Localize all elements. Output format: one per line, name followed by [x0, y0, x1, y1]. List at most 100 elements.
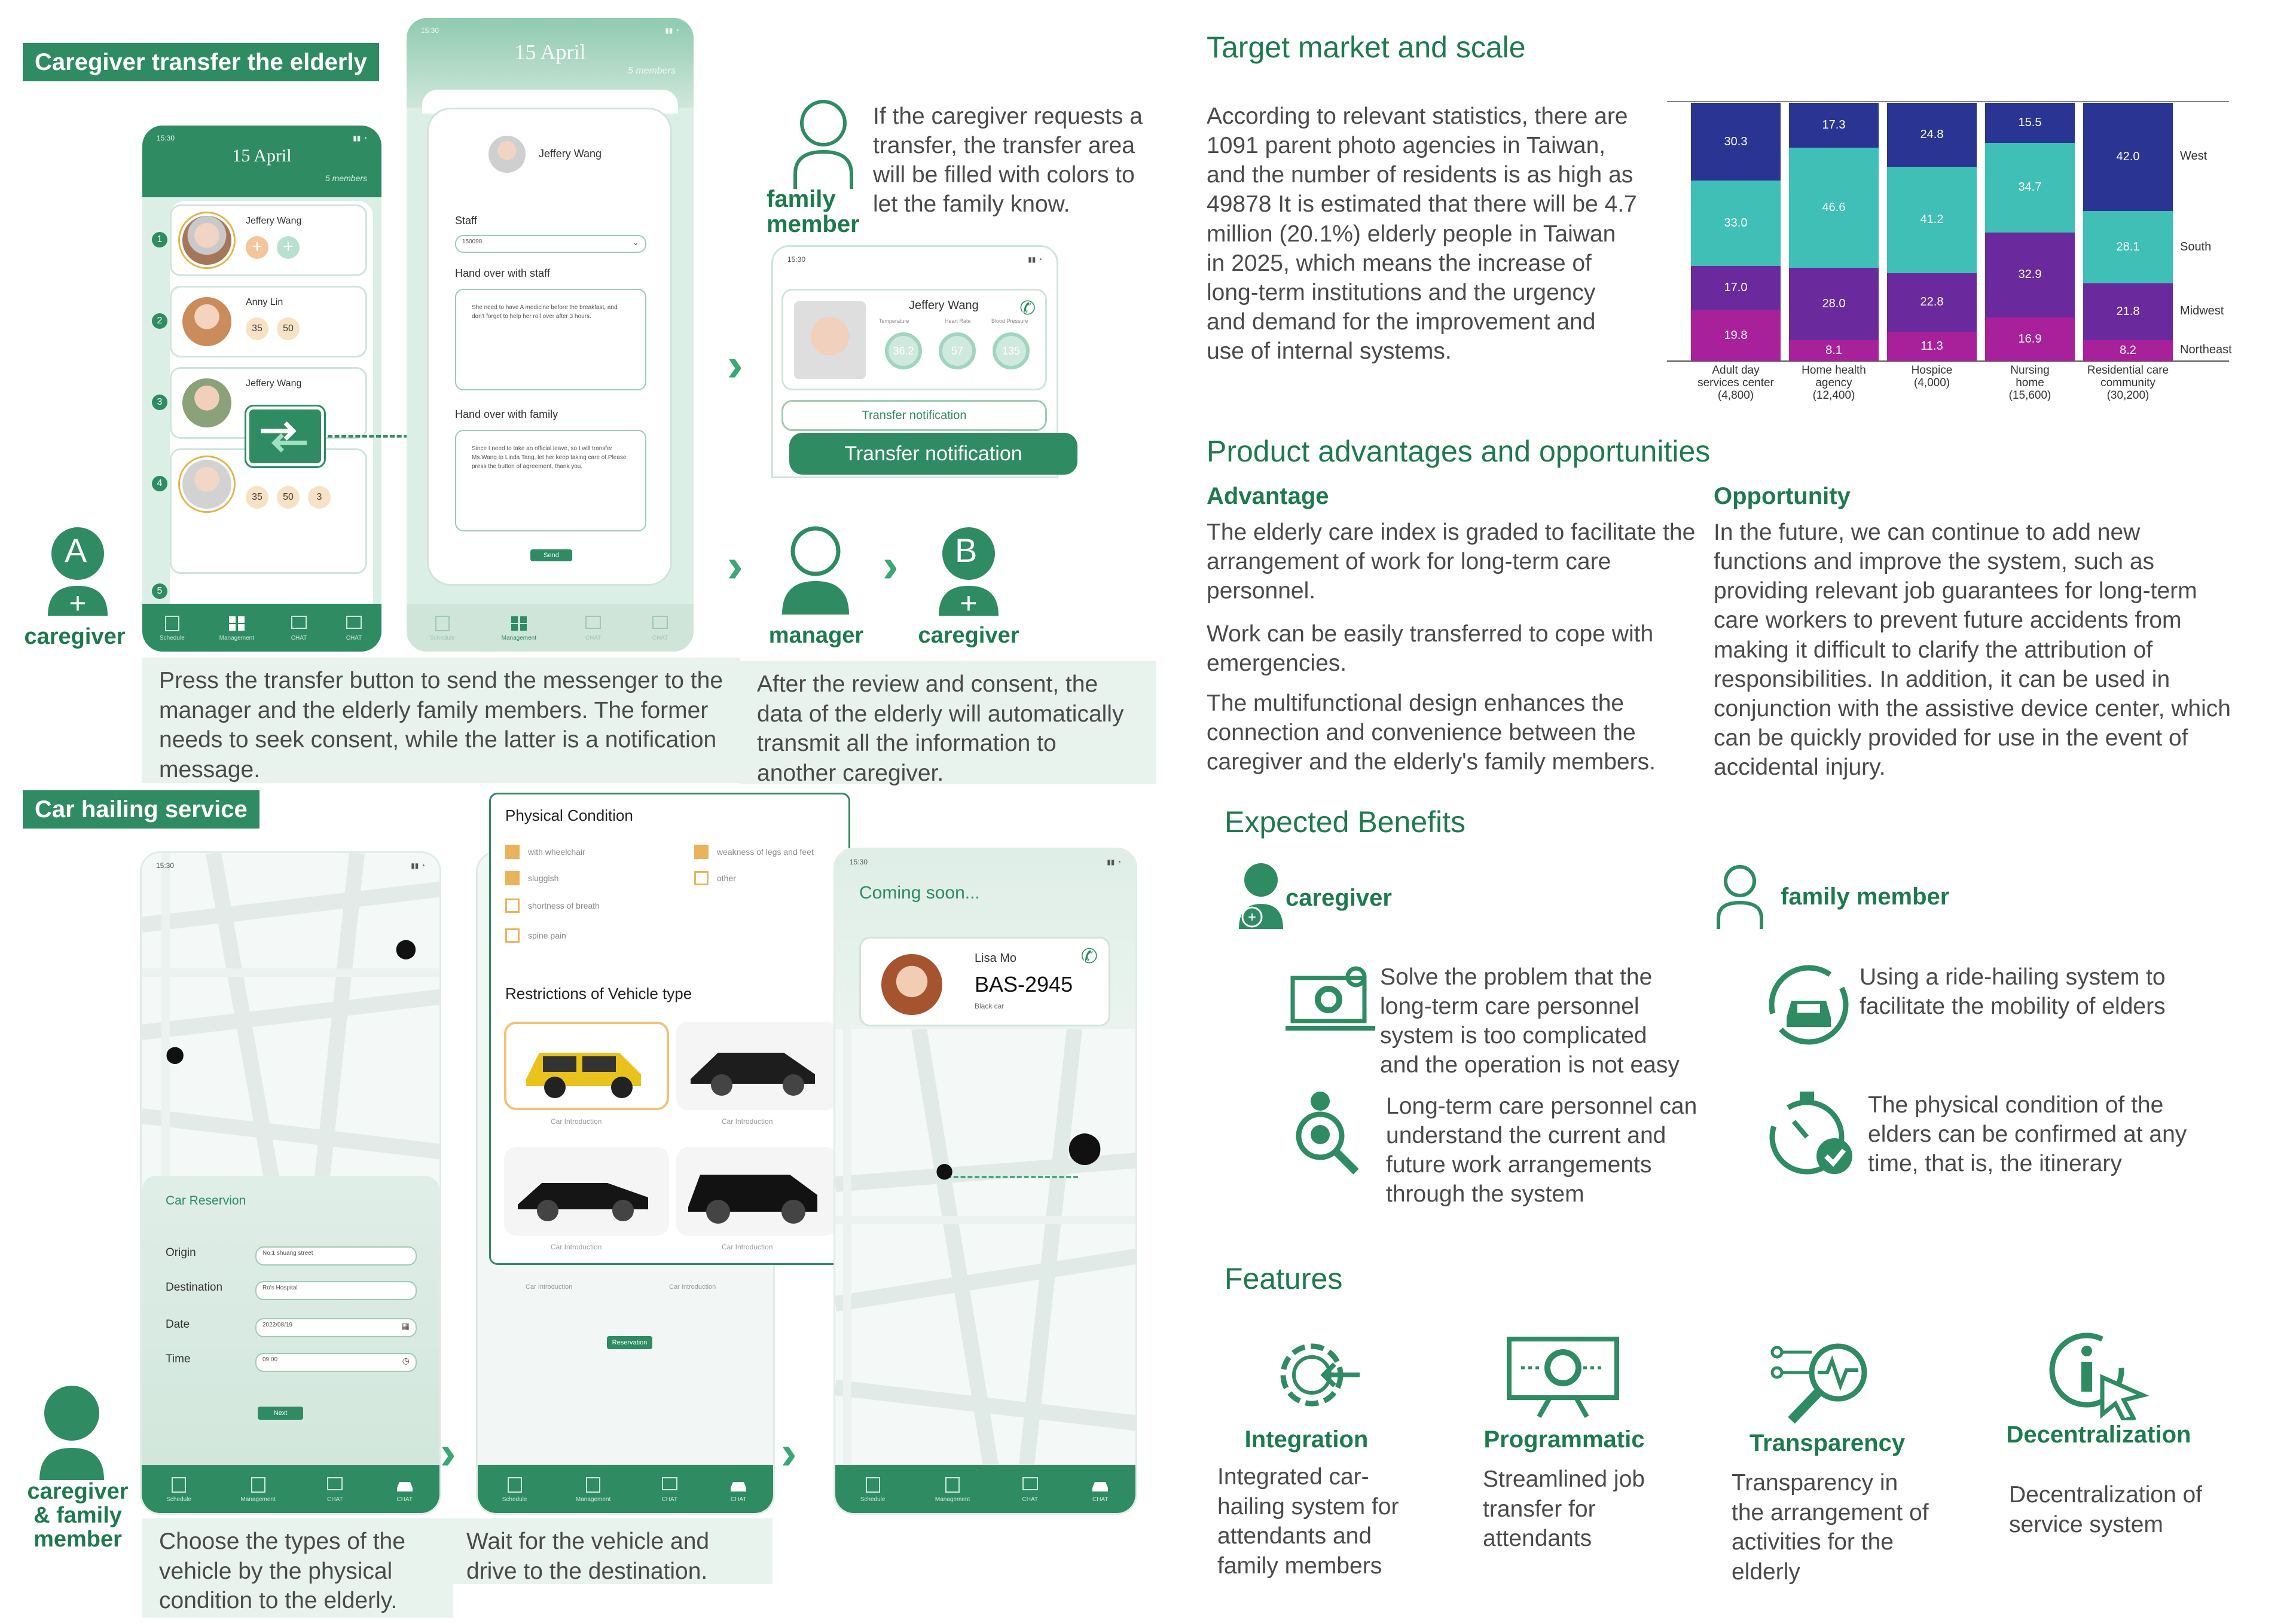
level-badge: 3: [308, 486, 331, 509]
nav-schedule[interactable]: Schedule: [166, 1476, 191, 1503]
vehicle-card-hatchback[interactable]: [676, 1022, 838, 1110]
clock-icon: ◷: [402, 1356, 410, 1365]
reservation-title: Car Reservion: [166, 1194, 246, 1208]
row-number: 1: [152, 232, 167, 247]
nav-management[interactable]: Management: [219, 615, 254, 641]
elder-row[interactable]: 35 50 3: [170, 448, 367, 574]
nav-chat[interactable]: CHAT: [289, 615, 309, 641]
bar-segment-west: 24.8: [1887, 102, 1977, 167]
vehicle-card-taxi[interactable]: [504, 1022, 669, 1110]
map-pin-icon[interactable]: ⬤: [936, 1162, 954, 1179]
condition-checkbox[interactable]: [505, 898, 520, 913]
elder-name: Jeffery Wang: [246, 378, 302, 389]
nav-chat[interactable]: CHAT: [583, 615, 603, 641]
reservation-button[interactable]: Reservation: [607, 1336, 652, 1349]
elder-vitals-card[interactable]: Jeffery Wang ✆ Temperature Heart Rate Bl…: [781, 289, 1047, 390]
bottom-nav: Schedule Management CHAT CHAT: [142, 604, 381, 652]
transfer-button[interactable]: [246, 406, 324, 466]
elder-row[interactable]: Jeffery Wang + +: [170, 204, 367, 276]
condition-checkbox[interactable]: [694, 871, 709, 885]
form-members: 5 members: [627, 66, 676, 76]
origin-input[interactable]: No.1 shuang street: [255, 1246, 417, 1266]
nav-car[interactable]: CHAT: [395, 1476, 415, 1503]
chart-legend-south: South: [2180, 240, 2212, 253]
condition-checkbox[interactable]: [694, 845, 709, 859]
map-background: [142, 853, 439, 1188]
transfer-notification-small[interactable]: Transfer notification: [781, 400, 1047, 431]
vital-label: Temperature: [879, 318, 909, 324]
chart-category-label: Hospice(4,000): [1911, 364, 1953, 389]
send-button[interactable]: Send: [530, 549, 572, 561]
nav-chat-2[interactable]: CHAT: [344, 615, 364, 641]
hand-staff-textarea[interactable]: She need to have A medicine before the b…: [455, 289, 646, 390]
map-pin-icon[interactable]: ⬤: [166, 1045, 185, 1063]
date-input[interactable]: 2022/08/19▦: [255, 1318, 417, 1337]
phone-icon[interactable]: ✆: [1019, 297, 1036, 319]
car-intro-label: Car Introduction: [722, 1243, 773, 1251]
bar-segment-west: 42.0: [2083, 102, 2173, 211]
next-button[interactable]: Next: [258, 1407, 303, 1420]
map-pin-icon[interactable]: ⬤: [395, 937, 417, 959]
nav-chat[interactable]: CHAT: [1020, 1476, 1040, 1503]
chevron-right-icon: ›: [781, 1426, 797, 1479]
nav-car[interactable]: CHAT: [728, 1476, 749, 1503]
nav-chat[interactable]: CHAT: [660, 1476, 680, 1503]
vehicle-card-sedan[interactable]: [504, 1147, 669, 1236]
section-tag-transfer: Caregiver transfer the elderly: [23, 43, 379, 81]
stopwatch-check-icon: [1769, 1092, 1852, 1175]
caregiver-person-icon: +: [1239, 863, 1283, 929]
family-description: If the caregiver requests a transfer, th…: [873, 103, 1143, 218]
calendar-icon: ▦: [401, 1321, 410, 1331]
laptop-gear-icon: [1286, 966, 1375, 1031]
time-input[interactable]: 09:00◷: [255, 1353, 417, 1372]
nav-chat-2[interactable]: CHAT: [650, 615, 670, 641]
car-intro-label: Car Introduction: [551, 1243, 602, 1251]
driver-card[interactable]: Lisa Mo BAS-2945 Black car ✆: [859, 937, 1110, 1026]
nav-schedule[interactable]: Schedule: [160, 615, 185, 641]
transfer-notification-banner[interactable]: Transfer notification: [789, 433, 1077, 475]
nav-schedule[interactable]: Schedule: [860, 1476, 885, 1503]
advantage-para-3: The multifunctional design enhances the …: [1207, 690, 1656, 775]
condition-checkbox[interactable]: [505, 845, 520, 859]
chart-legend-west: West: [2180, 149, 2208, 163]
feature-title-decentralization: Decentralization: [2006, 1422, 2191, 1448]
nav-management[interactable]: Management: [935, 1476, 970, 1503]
condition-label: weakness of legs and feet: [717, 847, 814, 857]
destination-pin-icon[interactable]: ⬤: [1067, 1130, 1103, 1164]
person-search-icon: [1296, 1092, 1359, 1175]
temp-badge: 35: [246, 486, 268, 509]
phone-icon[interactable]: ✆: [1080, 945, 1098, 968]
nav-management[interactable]: Management: [502, 615, 536, 641]
nav-car[interactable]: CHAT: [1090, 1476, 1110, 1503]
date-label: Date: [166, 1318, 190, 1331]
features-title: Features: [1225, 1262, 1343, 1295]
nav-management[interactable]: Management: [240, 1476, 276, 1503]
bar-segment-south: 33.0: [1691, 181, 1781, 266]
list-members: 5 members: [325, 173, 367, 183]
nav-schedule[interactable]: Schedule: [502, 1476, 527, 1503]
nav-schedule[interactable]: Schedule: [430, 615, 455, 641]
staff-select[interactable]: 150098⌄: [455, 235, 646, 253]
nav-management[interactable]: Management: [576, 1476, 610, 1503]
elder-avatar: [486, 133, 528, 175]
hand-family-textarea[interactable]: Since I need to take an official leave, …: [455, 430, 646, 531]
elder-row[interactable]: Anny Lin 35 50: [170, 286, 367, 357]
destination-input[interactable]: Ro's Hospital: [255, 1281, 417, 1300]
bar-segment-northeast: 19.8: [1691, 310, 1781, 361]
bar-segment-south: 34.7: [1985, 142, 2075, 233]
transfer-arrows-icon: [261, 421, 307, 453]
condition-checkbox[interactable]: [505, 871, 520, 885]
nav-chat[interactable]: CHAT: [325, 1476, 345, 1503]
condition-label: sluggish: [528, 873, 559, 883]
heart-rate-gauge: 57: [939, 332, 976, 369]
add-icon[interactable]: +: [246, 236, 268, 259]
condition-checkbox[interactable]: [505, 928, 520, 943]
vehicle-card-suv[interactable]: [676, 1147, 838, 1236]
caregiver-a-person-icon: +: [48, 527, 108, 616]
add-icon[interactable]: +: [277, 236, 300, 259]
magnifier-pulse-icon: [1770, 1343, 1867, 1424]
bar-segment-south: 41.2: [1887, 166, 1977, 273]
phone-driver-coming: 15:30▮▮ ◔ Coming soon... Lisa Mo BAS-294…: [833, 848, 1137, 1515]
